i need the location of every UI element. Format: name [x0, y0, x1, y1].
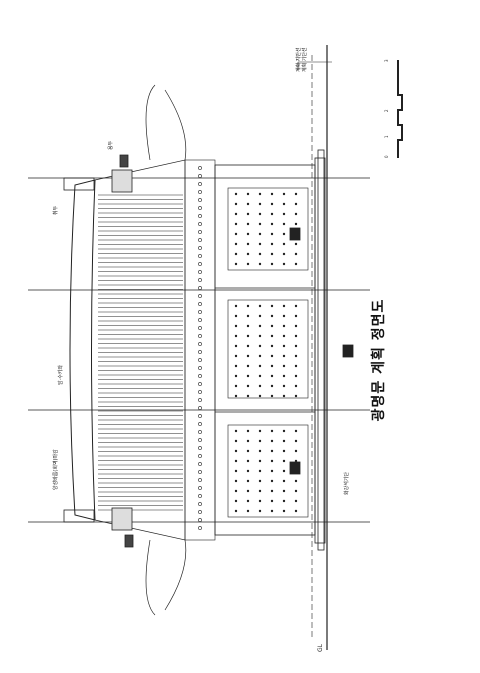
- stylobate: [314, 149, 326, 551]
- wall-body: [214, 164, 354, 536]
- scale-tick-1: 1: [384, 135, 389, 138]
- ridge: [63, 154, 134, 548]
- label-ridge-end: 취두: [52, 205, 59, 215]
- scale-bar: [397, 60, 403, 158]
- label-platform-note: 화강석기단: [343, 472, 350, 495]
- drawing-title: 광명문 계획 정면도: [371, 298, 387, 422]
- brackets: [184, 159, 216, 541]
- level-lines: [297, 45, 332, 650]
- scale-tick-0: 0: [384, 155, 389, 158]
- label-level-note-2: 계획 기단선: [301, 47, 308, 72]
- label-roof-tile: 암·수키와: [57, 365, 64, 385]
- label-level-note-1: 계획 지반선: [295, 47, 302, 72]
- label-roof-ornament: 용두: [108, 140, 114, 150]
- roof: [69, 84, 187, 616]
- label-ground-marker: GL: [317, 643, 324, 652]
- label-eave-note: 양성바름(회벽)마감: [52, 449, 59, 490]
- scale-tick-3: 3: [384, 59, 389, 62]
- scale-tick-2: 2: [384, 109, 389, 112]
